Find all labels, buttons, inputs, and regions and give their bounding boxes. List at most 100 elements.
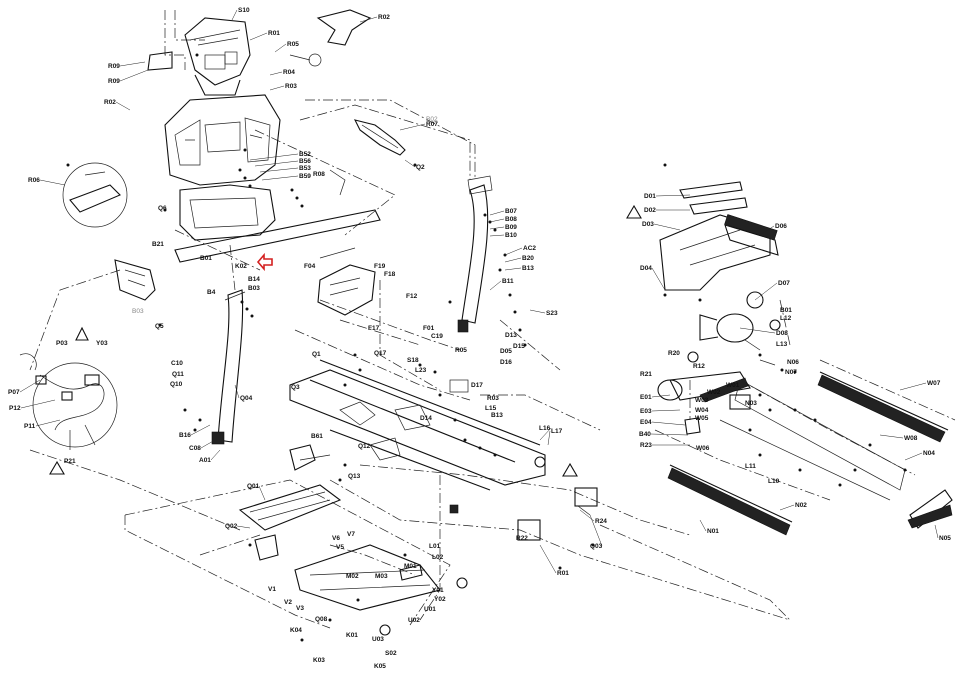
callout-label-f04: F04	[304, 263, 316, 270]
callout-label-r09b: R09	[108, 78, 120, 85]
callout-label-b10: B10	[505, 232, 517, 239]
callout-label-n04: N04	[923, 450, 935, 457]
callout-label-r03: R03	[285, 83, 297, 90]
callout-label-u02: U02	[408, 617, 420, 624]
warning-labels	[49, 204, 642, 477]
callout-label-d08: D08	[776, 330, 788, 337]
callout-label-b16: B16	[179, 432, 191, 439]
leader-line	[779, 504, 795, 511]
callout-label-r06: R06	[28, 177, 40, 184]
callout-label-r21: R21	[640, 371, 652, 378]
callout-label-l02: L02	[432, 554, 444, 561]
callout-label-q1: Q1	[312, 351, 321, 358]
callout-label-q04: Q04	[240, 395, 253, 402]
leader-line	[249, 153, 299, 161]
callout-label-d14: D14	[420, 415, 432, 422]
callout-label-r04: R04	[283, 69, 295, 76]
callout-label-b52: B52	[299, 151, 311, 158]
leader-line	[739, 327, 776, 334]
callout-label-v3: V3	[296, 605, 304, 612]
callout-label-s10: S10	[238, 7, 250, 14]
callout-label-b20: B20	[522, 255, 534, 262]
callout-label-u01: U01	[424, 606, 436, 613]
callout-label-b07: B07	[505, 208, 517, 215]
leader-line	[934, 524, 939, 539]
callout-label-b01b: B01	[780, 307, 792, 314]
leader-line	[19, 379, 41, 393]
leader-line	[269, 85, 285, 91]
callout-label-q08: Q08	[315, 616, 328, 623]
motor-hood-bracket	[317, 247, 376, 316]
callout-label-r01b: R01	[557, 570, 569, 577]
callout-label-b53: B53	[299, 165, 311, 172]
callout-label-q10: Q10	[170, 381, 183, 388]
callout-label-k05: K05	[374, 663, 386, 670]
callout-label-l12: L12	[780, 315, 792, 322]
highlight-arrow-icon	[256, 252, 273, 272]
callout-label-d16: D16	[500, 359, 512, 366]
callout-label-q03b: Q03	[590, 543, 603, 550]
leader-line	[259, 167, 299, 173]
callout-label-w04: W04	[695, 407, 709, 414]
leader-line	[651, 267, 666, 291]
callout-label-y02: Y02	[434, 596, 446, 603]
callout-label-d03: D03	[642, 221, 654, 228]
callout-label-q13: Q13	[348, 473, 361, 480]
leader-line	[210, 449, 221, 461]
leader-line	[547, 430, 551, 446]
leader-line	[254, 160, 299, 167]
main-frame	[289, 359, 598, 541]
callout-label-d04: D04	[640, 265, 652, 272]
leader-line	[539, 544, 557, 574]
callout-label-p07: P07	[8, 389, 20, 396]
leader-line	[759, 225, 775, 236]
leader-line	[359, 16, 378, 23]
fasteners	[66, 53, 907, 642]
callout-label-b56: B56	[299, 158, 311, 165]
callout-label-v2: V2	[284, 599, 292, 606]
callout-label-n07: N07	[785, 369, 797, 376]
callout-label-k04: K04	[290, 627, 302, 634]
callout-label-q17: Q17	[374, 350, 387, 357]
callout-label-d05: D05	[500, 348, 512, 355]
callout-label-v1: V1	[268, 586, 276, 593]
leader-line	[39, 179, 66, 186]
leader-line	[35, 419, 61, 427]
callout-label-n01: N01	[707, 528, 719, 535]
callout-label-p21: P21	[64, 458, 76, 465]
callout-label-v5: V5	[336, 544, 344, 551]
leader-line	[653, 223, 681, 231]
callout-label-f19: F19	[374, 263, 386, 270]
callout-label-d01: D01	[644, 193, 656, 200]
callout-label-d15: D15	[513, 343, 525, 350]
callout-label-f01: F01	[423, 325, 435, 332]
callout-label-b09: B09	[505, 224, 517, 231]
callout-label-f17: F17	[368, 325, 380, 332]
callout-label-d02: D02	[644, 207, 656, 214]
leader-line	[539, 427, 552, 441]
leader-line	[399, 123, 426, 131]
leader-line	[261, 175, 299, 181]
callout-label-w07: W07	[927, 380, 941, 387]
leader-line	[258, 485, 266, 501]
leader-line	[489, 234, 505, 237]
callout-label-b40: B40	[639, 431, 651, 438]
leader-line	[899, 382, 927, 391]
callout-label-d06: D06	[775, 223, 787, 230]
callout-label-e01: E01	[640, 394, 652, 401]
callout-label-p11: P11	[24, 423, 36, 430]
leader-line	[504, 257, 522, 263]
wiring-harness	[19, 353, 118, 450]
leader-line	[231, 9, 238, 21]
leader-line	[754, 282, 778, 301]
leader-line	[651, 409, 681, 412]
leader-line	[236, 525, 251, 529]
callout-label-w06: W06	[696, 445, 710, 452]
callout-label-r01: R01	[268, 30, 280, 37]
callout-label-b01: B01	[200, 255, 212, 262]
callout-label-b61: B61	[311, 433, 323, 440]
leader-line	[904, 452, 923, 461]
callout-label-f18: F18	[384, 271, 396, 278]
callout-label-p03: P03	[56, 340, 68, 347]
leader-line	[119, 61, 146, 67]
